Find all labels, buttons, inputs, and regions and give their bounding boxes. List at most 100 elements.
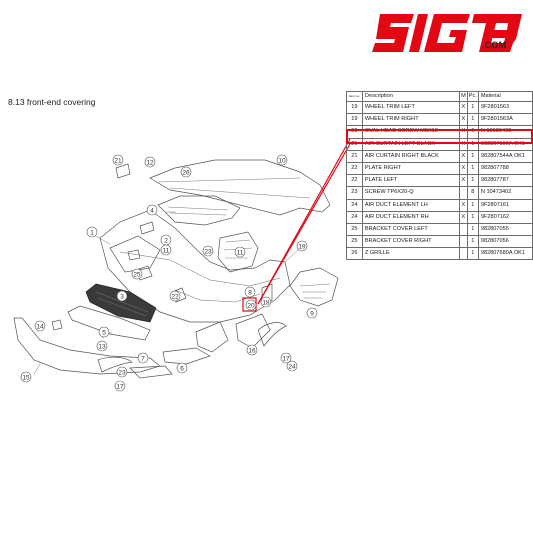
lower-frame bbox=[67, 305, 151, 341]
cell-description: AIR DUCT ELEMENT LH bbox=[361, 198, 461, 212]
callout-6: 6 bbox=[176, 362, 188, 374]
callout-label: 21 bbox=[114, 157, 122, 164]
cell-m-flag: X bbox=[459, 149, 468, 163]
cell-description: PLATE RIGHT bbox=[361, 161, 461, 176]
wheel-trim-17 bbox=[97, 356, 133, 373]
cell-material-number: 982807680A OK1 bbox=[477, 247, 533, 261]
callout-label: 14 bbox=[36, 323, 44, 330]
callout-label: 8 bbox=[248, 289, 252, 296]
callout-15: 15 bbox=[20, 371, 32, 383]
callout-label: 15 bbox=[22, 374, 30, 381]
air-curtain-right bbox=[235, 313, 271, 349]
callout-16: 16 bbox=[246, 344, 258, 356]
highlight-leader bbox=[242, 138, 351, 312]
cell-m-flag bbox=[459, 186, 468, 200]
callout-20: 20 bbox=[245, 299, 257, 311]
cell-description: PLATE LEFT bbox=[361, 174, 461, 188]
callout-8: 8 bbox=[244, 286, 256, 298]
cell-material-number: 982807787 bbox=[477, 174, 533, 188]
cell-description: Z GRILLE bbox=[361, 247, 461, 261]
cell-m-flag bbox=[459, 247, 468, 261]
callout-label: 3 bbox=[120, 293, 124, 300]
row-highlight bbox=[346, 129, 533, 144]
cell-m-flag: X bbox=[459, 198, 468, 212]
callout-label: 25 bbox=[133, 271, 141, 278]
cell-piece-count: 1 bbox=[466, 174, 479, 188]
callout-label: 23 bbox=[204, 248, 212, 255]
upper-cross-member bbox=[149, 159, 331, 216]
callout-17: 17 bbox=[280, 352, 292, 364]
section-title: 8.13 front-end covering bbox=[8, 97, 96, 107]
callout-10: 10 bbox=[276, 154, 288, 166]
cell-material-number: 9F2801563A bbox=[477, 113, 533, 127]
header-material: Material bbox=[477, 91, 533, 102]
cell-piece-count: 1 bbox=[466, 161, 479, 176]
cell-item-no: 21 bbox=[346, 149, 363, 163]
cell-material-number: 982807544A OK1 bbox=[477, 149, 533, 163]
cell-description: BRACKET COVER RIGHT bbox=[361, 235, 461, 249]
cell-material-number: 9F2807162 bbox=[477, 210, 533, 224]
cell-material-number: 982807056 bbox=[477, 235, 533, 249]
cell-item-no: 22 bbox=[346, 161, 363, 176]
callout-18: 18 bbox=[260, 296, 272, 308]
cell-description: AIR CURTAIN RIGHT BLACK bbox=[361, 149, 461, 163]
callout-11: 11 bbox=[160, 244, 172, 256]
air-curtain-left bbox=[195, 321, 229, 353]
header-m: M bbox=[459, 91, 468, 102]
callout-23: 23 bbox=[202, 245, 214, 257]
callout-label: 16 bbox=[248, 347, 256, 354]
callout-label: 9 bbox=[310, 310, 314, 317]
callout-label: 2 bbox=[164, 237, 168, 244]
clip-18 bbox=[127, 249, 141, 261]
cell-m-flag: X bbox=[459, 161, 468, 176]
callout-label: 22 bbox=[171, 293, 179, 300]
callout-17: 17 bbox=[114, 380, 126, 392]
cell-m-flag bbox=[459, 235, 468, 249]
upper-grille bbox=[157, 195, 241, 226]
cell-piece-count: 1 bbox=[466, 149, 479, 163]
callout-11: 11 bbox=[234, 246, 246, 258]
cell-piece-count: 1 bbox=[466, 210, 479, 224]
cell-description: AIR DUCT ELEMENT RH bbox=[361, 210, 461, 224]
table-header-row: Item no. Description M Pc. Material bbox=[346, 91, 533, 102]
clip-12 bbox=[139, 221, 155, 235]
right-intake-bracket bbox=[217, 231, 259, 273]
cell-item-no: 26 bbox=[346, 247, 363, 261]
lower-trim-6 bbox=[129, 365, 173, 379]
cell-item-no: 23 bbox=[346, 186, 363, 200]
cell-piece-count: 1 bbox=[466, 235, 479, 249]
cell-piece-count: 1 bbox=[466, 247, 479, 261]
callout-label: 11 bbox=[163, 247, 170, 254]
left-intake bbox=[109, 235, 161, 273]
callout-5: 5 bbox=[98, 326, 110, 338]
callout-label: 4 bbox=[150, 207, 154, 214]
cell-item-no: 19 bbox=[346, 100, 363, 115]
lower-trim-7 bbox=[162, 347, 211, 365]
callout-label: 6 bbox=[180, 365, 184, 372]
wheel-trim-16 bbox=[257, 322, 287, 347]
cell-piece-count: 1 bbox=[466, 100, 479, 115]
callout-label: 10 bbox=[278, 157, 286, 164]
cell-m-flag: X bbox=[459, 100, 468, 115]
clip-14 bbox=[51, 319, 63, 331]
cell-description: WHEEL TRIM RIGHT bbox=[361, 113, 461, 127]
cell-material-number: 982807055 bbox=[477, 222, 533, 237]
callout-label: 26 bbox=[182, 169, 190, 176]
callout-23: 23 bbox=[116, 366, 128, 378]
cell-material-number: 9F2807161 bbox=[477, 198, 533, 212]
callout-label: 7 bbox=[141, 355, 145, 362]
cell-m-flag: X bbox=[459, 210, 468, 224]
